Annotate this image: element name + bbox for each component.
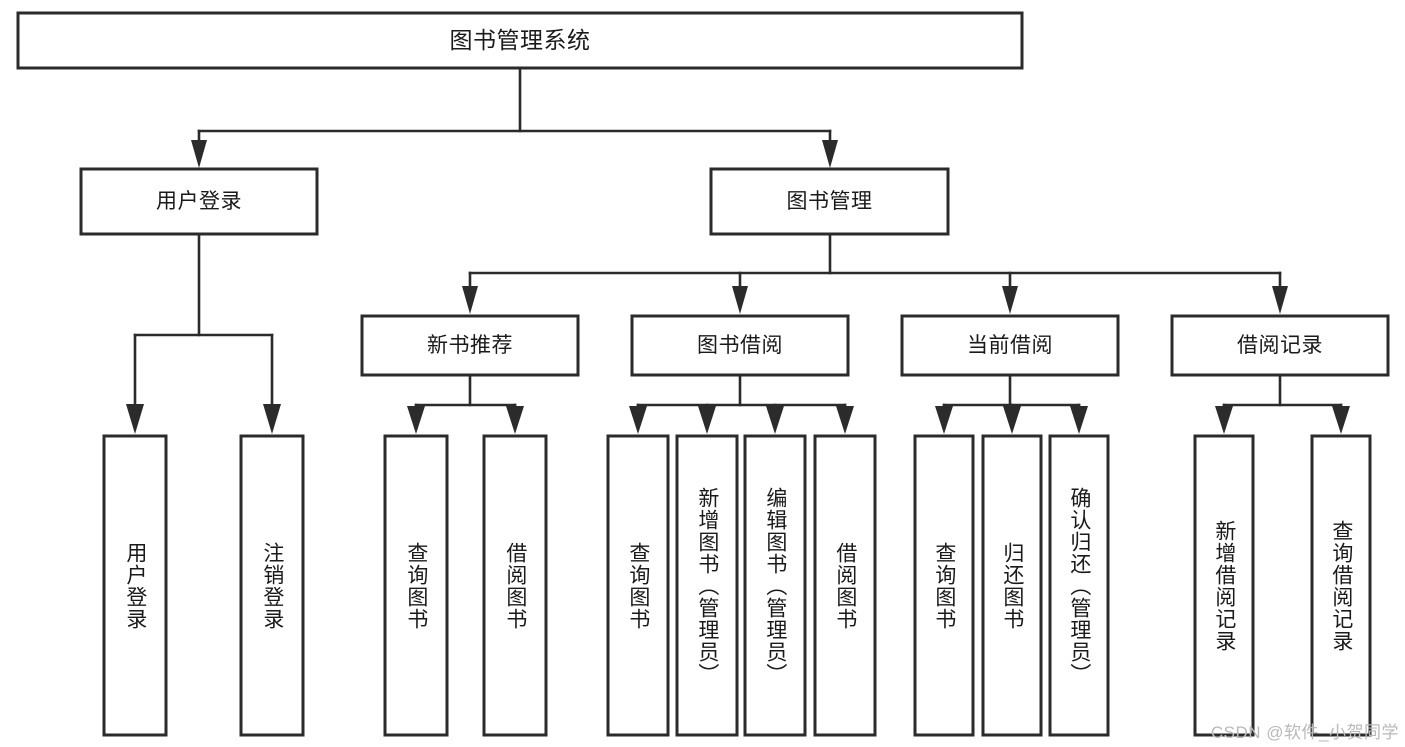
arrow-to-book-borrow <box>732 286 748 314</box>
node-box-leaf-add-book[interactable] <box>675 434 739 737</box>
node-box-leaf-borrow-book-1[interactable] <box>482 434 548 737</box>
arrow-to-leaf-user-login <box>126 404 144 434</box>
node-box-book-manage[interactable] <box>709 167 950 236</box>
connector-book-borrow-to-leaves <box>629 373 854 434</box>
node-box-leaf-borrow-book-2[interactable] <box>813 434 877 737</box>
arrow-to-leaf-borrow-book-1 <box>506 406 524 434</box>
connector-borrow-record-to-leaves <box>1215 373 1350 434</box>
node-box-leaf-user-login[interactable] <box>102 434 168 737</box>
node-box-leaf-query-record[interactable] <box>1310 434 1372 737</box>
arrow-to-book-manage <box>822 140 838 168</box>
node-box-book-borrow[interactable] <box>630 314 850 377</box>
node-box-leaf-return-book[interactable] <box>981 434 1043 737</box>
node-box-root[interactable] <box>16 11 1024 70</box>
node-box-user-login[interactable] <box>79 167 319 236</box>
connector-user-login-to-leaves <box>126 232 281 434</box>
arrow-to-leaf-return-book <box>1003 406 1021 434</box>
connector-new-book-rec-to-leaves <box>407 373 524 434</box>
node-box-leaf-add-record[interactable] <box>1193 434 1255 737</box>
arrow-to-leaf-user-logout <box>263 404 281 434</box>
node-box-leaf-query-book-3[interactable] <box>913 434 975 737</box>
node-box-leaf-edit-book[interactable] <box>743 434 807 737</box>
node-box-leaf-query-book-2[interactable] <box>606 434 670 737</box>
arrow-to-leaf-borrow-book-2 <box>836 406 854 434</box>
connector-root-to-level2 <box>191 66 838 168</box>
node-box-leaf-user-logout[interactable] <box>239 434 305 737</box>
node-box-new-book-rec[interactable] <box>360 314 580 377</box>
arrow-to-leaf-add-book <box>698 406 716 434</box>
node-box-leaf-query-book-1[interactable] <box>383 434 449 737</box>
arrow-to-leaf-query-record <box>1332 406 1350 434</box>
arrow-to-leaf-query-book-1 <box>407 406 425 434</box>
arrow-to-current-borrow <box>1002 286 1018 314</box>
arrow-to-leaf-confirm-return <box>1070 406 1088 434</box>
arrow-to-user-login <box>191 140 207 168</box>
connector-book-manage-to-level3 <box>462 232 1288 314</box>
node-box-borrow-record[interactable] <box>1170 314 1390 377</box>
node-box-current-borrow[interactable] <box>900 314 1120 377</box>
arrow-to-leaf-edit-book <box>766 406 784 434</box>
arrow-to-leaf-query-book-2 <box>629 406 647 434</box>
arrow-to-leaf-add-record <box>1215 406 1233 434</box>
arrow-to-new-book-rec <box>462 286 478 314</box>
arrow-to-borrow-record <box>1272 286 1288 314</box>
connector-current-borrow-to-leaves <box>935 373 1088 434</box>
node-box-leaf-confirm-return[interactable] <box>1048 434 1110 737</box>
arrow-to-leaf-query-book-3 <box>935 406 953 434</box>
